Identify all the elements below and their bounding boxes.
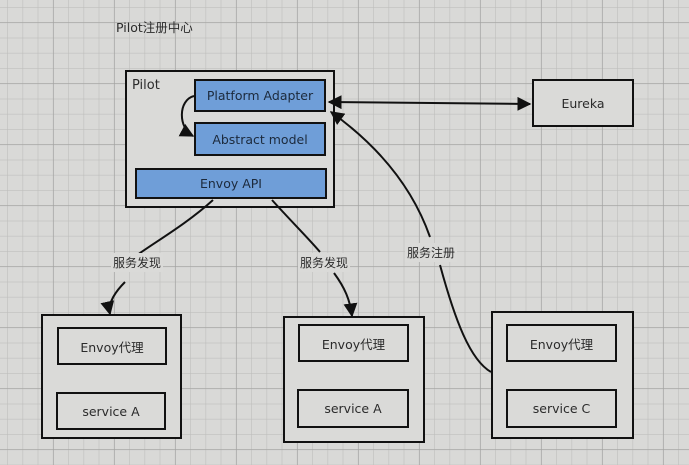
abstract-model-box[interactable]: Abstract model xyxy=(194,122,326,156)
envoy-proxy-box-3[interactable]: Envoy代理 xyxy=(506,324,617,362)
abstract-model-label: Abstract model xyxy=(212,131,308,147)
edge-adapter-to-model xyxy=(178,95,195,137)
envoy-proxy-label-1: Envoy代理 xyxy=(80,339,144,355)
service-box-1[interactable]: service A xyxy=(56,392,166,430)
envoy-proxy-label-3: Envoy代理 xyxy=(529,336,594,352)
edge-discovery-right xyxy=(271,199,352,316)
envoy-proxy-label-2: Envoy代理 xyxy=(321,336,386,352)
service-box-3[interactable]: service C xyxy=(506,389,617,428)
envoy-api-box[interactable]: Envoy API xyxy=(135,168,327,199)
platform-adapter-box[interactable]: Platform Adapter xyxy=(194,79,326,112)
edge-pilot-eureka xyxy=(327,95,532,111)
platform-adapter-label: Platform Adapter xyxy=(206,88,314,103)
service-label-1: service A xyxy=(82,403,140,419)
edge-label-discovery-right: 服务发现 xyxy=(298,253,351,272)
eureka-label: Eureka xyxy=(561,95,605,111)
edge-registration xyxy=(331,112,492,373)
service-label-3: service C xyxy=(532,401,591,416)
edge-label-registration: 服务注册 xyxy=(405,243,458,262)
pilot-label: Pilot xyxy=(132,78,160,93)
envoy-api-label: Envoy API xyxy=(199,176,262,191)
eureka-box[interactable]: Eureka xyxy=(532,79,634,127)
diagram-title: Pilot注册中心 xyxy=(116,20,193,35)
service-label-2: service A xyxy=(324,401,382,416)
service-box-2[interactable]: service A xyxy=(297,389,409,428)
edge-label-discovery-left: 服务发现 xyxy=(111,253,164,272)
